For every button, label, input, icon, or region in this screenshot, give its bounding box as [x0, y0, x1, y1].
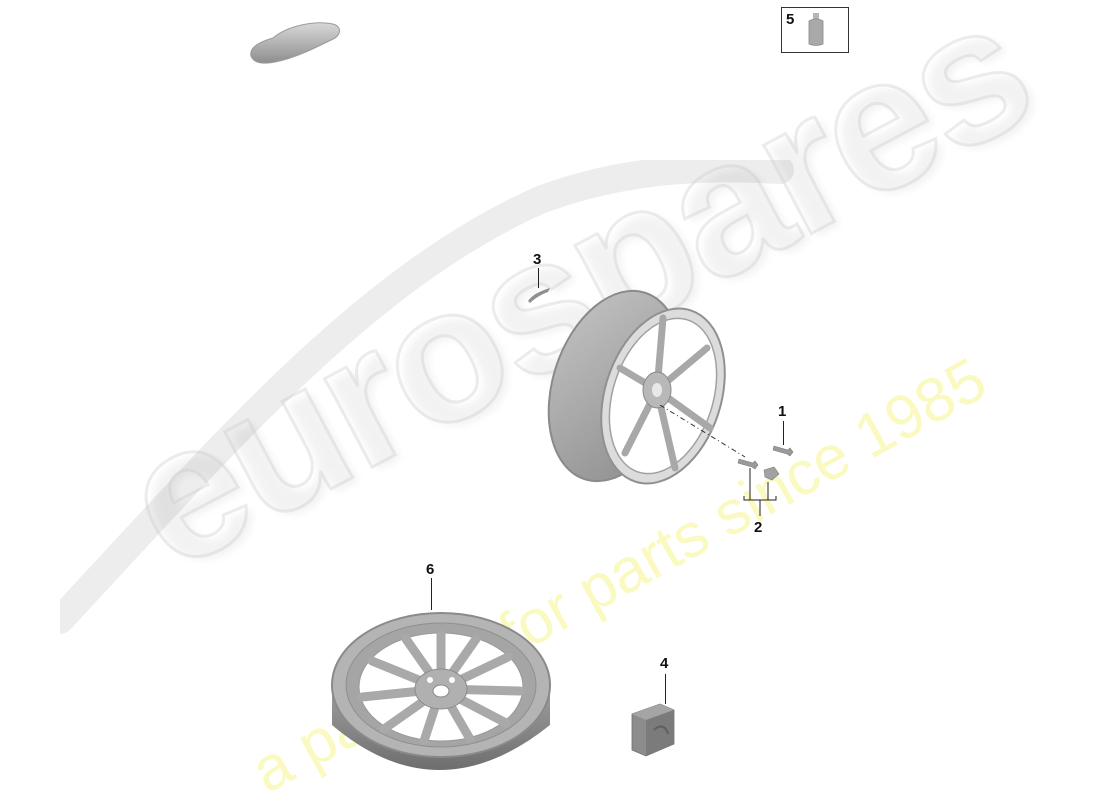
callout-1: 1: [778, 403, 787, 420]
alloy-wheel-icon[interactable]: [545, 278, 735, 498]
spare-wheel-icon[interactable]: [328, 605, 558, 795]
callout-4: 4: [660, 655, 669, 672]
sealant-bottle-icon: [808, 13, 824, 46]
callout-6: 6: [426, 561, 435, 578]
callout-5: 5: [786, 11, 795, 28]
bracket-2: [743, 468, 777, 516]
valve-icon[interactable]: [737, 455, 759, 471]
car-thumbnail-icon: [250, 22, 340, 64]
assembly-dash-line: [660, 405, 746, 458]
leader-line-3: [538, 268, 539, 288]
watermark-swoosh: [60, 160, 794, 634]
balance-weight-icon[interactable]: [526, 285, 552, 305]
leader-line-4: [665, 674, 666, 704]
part-5-box[interactable]: 5: [781, 7, 849, 53]
callout-2: 2: [754, 519, 763, 536]
valve-stem-icon[interactable]: [772, 442, 794, 458]
repair-kit-icon[interactable]: [630, 700, 680, 760]
leader-line-6: [431, 578, 432, 610]
valve-cap-icon[interactable]: [762, 466, 780, 482]
leader-line-1: [783, 421, 784, 445]
callout-3: 3: [533, 251, 542, 268]
